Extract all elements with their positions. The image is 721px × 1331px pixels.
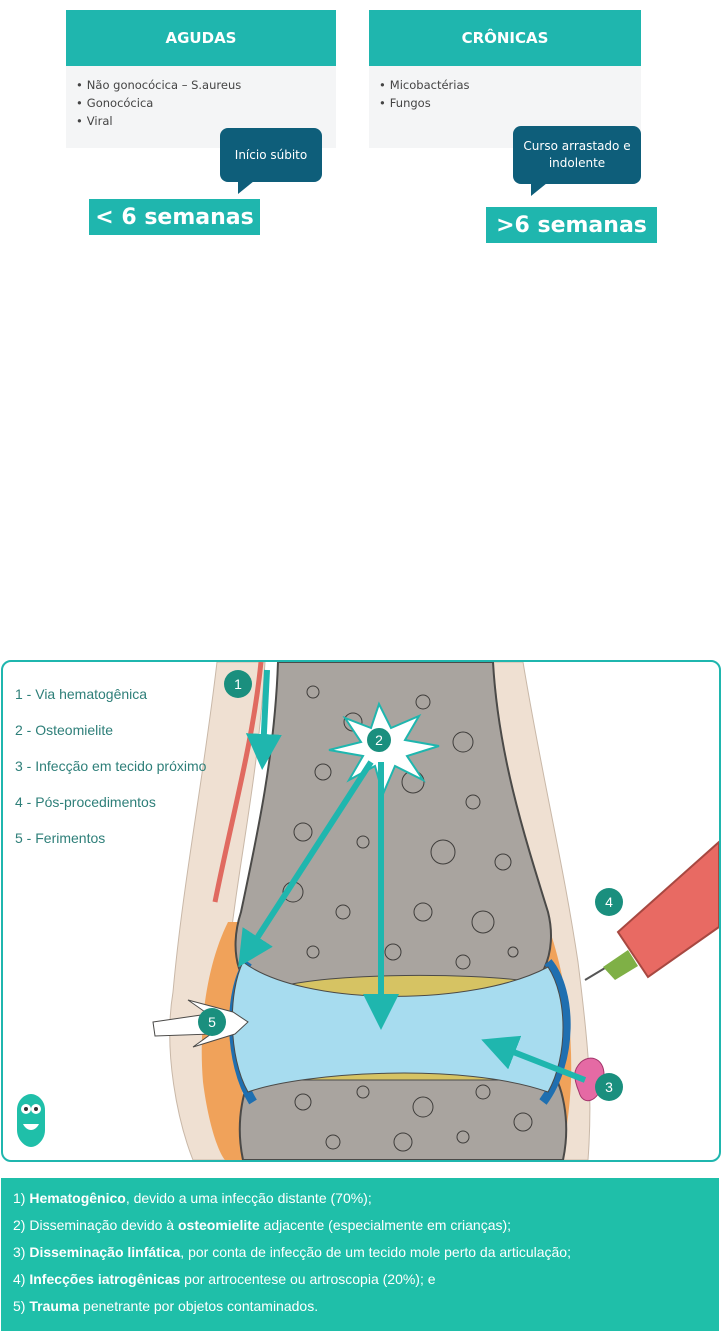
chronic-duration-badge: >6 semanas: [486, 207, 657, 243]
svg-text:4: 4: [605, 894, 613, 910]
route-row: 3) Disseminação linfática, por conta de …: [13, 1244, 571, 1264]
chronic-bubble-line2: indolente: [549, 155, 605, 172]
svg-text:3: 3: [605, 1079, 613, 1095]
legend-item: 4 - Pós-procedimentos: [15, 784, 206, 820]
owl-logo-icon: [17, 1094, 45, 1147]
route-row: 1) Hematogênico, devido a uma infecção d…: [13, 1190, 372, 1210]
svg-text:5: 5: [208, 1014, 216, 1030]
arthritis-classification: AGUDAS Não gonocócica – S.aureus Gonocóc…: [0, 0, 721, 260]
acute-title: AGUDAS: [66, 10, 336, 66]
chronic-list: Micobactérias Fungos: [379, 76, 470, 112]
diagram-legend: 1 - Via hematogênica 2 - Osteomielite 3 …: [15, 676, 206, 856]
acute-duration-badge: < 6 semanas: [89, 199, 260, 235]
svg-text:1: 1: [234, 676, 242, 692]
marker-2: 2: [367, 728, 391, 752]
route-row: 5) Trauma penetrante por objetos contami…: [13, 1298, 318, 1318]
marker-3: 3: [595, 1073, 623, 1101]
list-item: Micobactérias: [379, 76, 470, 94]
chronic-bubble-line1: Curso arrastado e: [523, 138, 630, 155]
list-item: Viral: [76, 112, 241, 130]
legend-item: 5 - Ferimentos: [15, 820, 206, 856]
arrow-1: [263, 670, 267, 752]
legend-item: 3 - Infecção em tecido próximo: [15, 748, 206, 784]
routes-footer: 1) Hematogênico, devido a uma infecção d…: [1, 1178, 719, 1331]
route-row: 2) Disseminação devido à osteomielite ad…: [13, 1217, 511, 1237]
marker-5: 5: [198, 1008, 226, 1036]
list-item: Gonocócica: [76, 94, 241, 112]
svg-text:2: 2: [375, 732, 383, 748]
legend-item: 2 - Osteomielite: [15, 712, 206, 748]
acute-list: Não gonocócica – S.aureus Gonocócica Vir…: [76, 76, 241, 130]
marker-1: 1: [224, 670, 252, 698]
chronic-course-bubble: Curso arrastado e indolente: [513, 126, 641, 184]
acute-onset-bubble: Início súbito: [220, 128, 322, 182]
marker-4: 4: [595, 888, 623, 916]
route-row: 4) Infecções iatrogênicas por artrocente…: [13, 1271, 436, 1291]
chronic-title: CRÔNICAS: [369, 10, 641, 66]
list-item: Não gonocócica – S.aureus: [76, 76, 241, 94]
legend-item: 1 - Via hematogênica: [15, 676, 206, 712]
list-item: Fungos: [379, 94, 470, 112]
joint-infection-diagram: 1 2 3 4 5 1 - Via hematogênica 2 - Osteo…: [1, 660, 721, 1162]
